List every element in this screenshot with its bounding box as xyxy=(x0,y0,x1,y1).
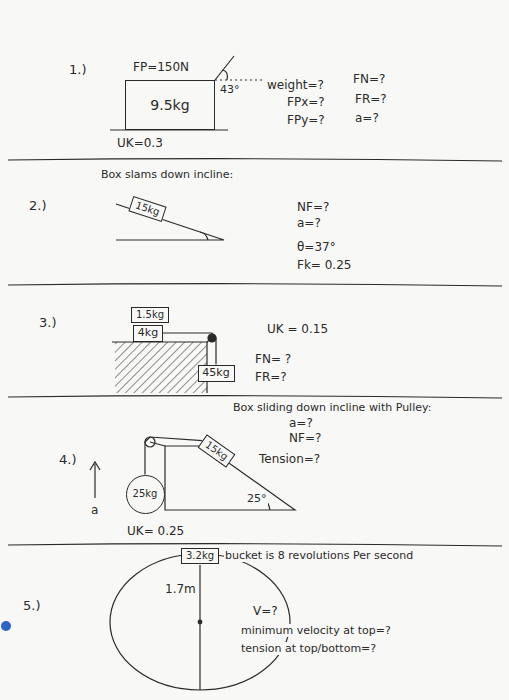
separator xyxy=(8,159,502,161)
annotation: FPx=? xyxy=(286,95,326,109)
annotation: NF=? xyxy=(288,431,322,445)
pulley xyxy=(145,437,155,447)
annotation: bucket is 8 revolutions Per second xyxy=(224,549,414,562)
annotation: 4.) xyxy=(58,452,77,468)
annotation: a=? xyxy=(288,416,314,430)
annotation: FN=? xyxy=(352,72,386,86)
mass-box: 1.5kg xyxy=(131,307,169,323)
center-point xyxy=(198,620,202,624)
annotation: 25° xyxy=(246,492,268,505)
annotation: 1.) xyxy=(68,62,87,78)
separator xyxy=(8,544,502,546)
ink-dot xyxy=(1,621,11,631)
annotation: NF=? xyxy=(296,200,330,214)
annotation: Box sliding down incline with Pulley: xyxy=(232,401,432,414)
mass-label: 1.5kg xyxy=(136,309,164,321)
annotation: 5.) xyxy=(22,598,41,614)
annotation: Box slams down incline: xyxy=(100,168,234,181)
angle-arc xyxy=(223,70,228,80)
mass-box: 15kg xyxy=(128,196,166,222)
angle-arc xyxy=(200,232,208,240)
annotation: V=? xyxy=(252,604,279,618)
pulley xyxy=(208,334,216,342)
annotation: a=? xyxy=(296,216,322,230)
mass-box: 45kg xyxy=(198,365,235,382)
annotation: FPy=? xyxy=(286,113,326,127)
mass-label: 15kg xyxy=(134,199,161,218)
annotation: FR=? xyxy=(354,92,388,106)
annotation: θ=37° xyxy=(296,240,337,254)
mass-label: 9.5kg xyxy=(150,97,189,114)
separator xyxy=(8,284,502,286)
annotation: FP=150N xyxy=(132,60,190,74)
annotation: minimum velocity at top=? xyxy=(240,624,392,637)
annotation: 1.7m xyxy=(164,582,197,596)
reference-line xyxy=(215,79,262,80)
annotation: FN= ? xyxy=(254,352,292,366)
annotation: a xyxy=(90,503,99,517)
hanging-mass: 25kg xyxy=(126,475,165,514)
mass-label: 15kg xyxy=(203,439,230,463)
mass-box: 3.2kg xyxy=(181,548,219,564)
mass-label: 3.2kg xyxy=(186,550,214,562)
annotation: Fk= 0.25 xyxy=(296,258,352,272)
annotation: tension at top/bottom=? xyxy=(240,642,377,655)
pulley-bracket xyxy=(150,442,165,446)
mass-label: 45kg xyxy=(202,366,229,379)
annotation: weight=? xyxy=(266,78,325,92)
table-hatch xyxy=(115,342,207,393)
annotation: UK=0.3 xyxy=(116,136,164,150)
annotation: 3.) xyxy=(38,315,57,331)
rope xyxy=(163,333,216,365)
annotation: 43° xyxy=(219,83,241,96)
annotation: FR=? xyxy=(254,370,288,384)
rope xyxy=(145,437,203,475)
mass-box: 4kg xyxy=(133,325,163,342)
annotation: UK = 0.15 xyxy=(266,322,329,336)
separator xyxy=(8,396,502,398)
annotation: 2.) xyxy=(28,198,47,214)
table-top xyxy=(112,341,208,342)
mass-label: 4kg xyxy=(138,326,158,339)
mass-label: 25kg xyxy=(133,488,158,500)
mass-box: 15kg xyxy=(198,434,236,467)
mass-box: 9.5kg xyxy=(125,80,215,130)
annotation: a=? xyxy=(354,111,380,125)
accel-arrow xyxy=(94,464,95,498)
annotation: UK= 0.25 xyxy=(126,524,185,538)
circular-path xyxy=(110,554,290,690)
radius-string xyxy=(199,565,200,690)
annotation: Tension=? xyxy=(258,452,321,466)
pull-rope xyxy=(215,56,234,80)
arrow-head xyxy=(90,462,100,470)
